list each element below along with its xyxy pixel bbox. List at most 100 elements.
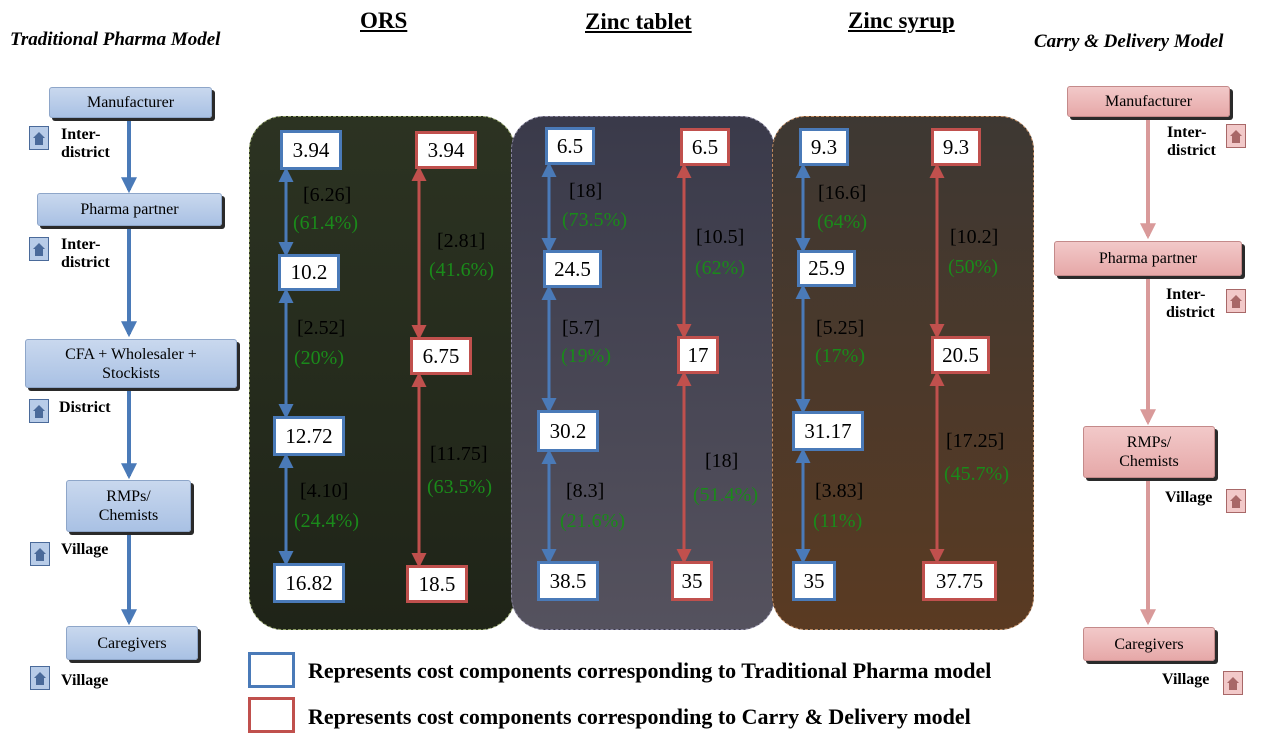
ors-traditional-seg-amt-3: [4.10] xyxy=(300,480,349,502)
ors-traditional-seg-pct-3: (24.4%) xyxy=(294,510,359,532)
house-icon xyxy=(29,399,49,423)
ors-traditional-value-2: 10.2 xyxy=(278,254,340,291)
zinc-tablet-traditional-value-4: 38.5 xyxy=(537,561,599,601)
traditional-manufacturer-label: Manufacturer xyxy=(86,94,175,111)
traditional-caregivers-label: Caregivers xyxy=(97,634,167,652)
ors-traditional-seg-pct-1: (61.4%) xyxy=(293,212,358,234)
zinc-tablet-traditional-seg-pct-1: (73.5%) xyxy=(562,209,627,231)
legend-traditional-swatch xyxy=(248,652,295,688)
zinc-syrup-carry-seg-amt-2: [17.25] xyxy=(946,430,1005,452)
zinc-tablet-carry-value-3: 35 xyxy=(671,561,713,601)
traditional-rmp-box: RMPs/ Chemists xyxy=(66,480,191,532)
traditional-loc2-line2: district xyxy=(61,254,110,271)
legend-carry-text: Represents cost components corresponding… xyxy=(308,704,971,729)
carry-loc1-label: Inter-district xyxy=(1167,124,1216,160)
zinc-syrup-carry-seg-amt-1: [10.2] xyxy=(950,226,999,248)
traditional-loc1-line2: district xyxy=(61,144,110,161)
ors-carry-seg-amt-1: [2.81] xyxy=(437,230,486,252)
traditional-pharma-partner-label: Pharma partner xyxy=(80,201,179,218)
carry-caregivers-box: Caregivers xyxy=(1083,627,1215,661)
zinc-syrup-traditional-value-2: 25.9 xyxy=(797,250,856,287)
zinc-tablet-carry-seg-pct-1: (62%) xyxy=(695,257,745,279)
house-icon xyxy=(1223,671,1243,695)
traditional-cfa-label-line2: Stockists xyxy=(102,364,160,382)
carry-caregivers-label: Caregivers xyxy=(1114,635,1184,653)
ors-traditional-seg-amt-1: [6.26] xyxy=(303,184,352,206)
carry-loc3-label: Village xyxy=(1165,489,1213,506)
zinc-syrup-panel xyxy=(772,116,1034,630)
traditional-caregivers-box: Caregivers xyxy=(66,626,198,660)
carry-loc2-line2: district xyxy=(1166,304,1215,321)
zinc-syrup-column-title: Zinc syrup xyxy=(848,8,955,33)
traditional-loc1-line1: Inter- xyxy=(61,126,101,143)
zinc-syrup-carry-value-2: 20.5 xyxy=(931,336,990,374)
zinc-tablet-carry-seg-amt-2: [18] xyxy=(705,450,739,472)
house-icon xyxy=(1226,289,1246,313)
traditional-loc4-label: Village xyxy=(61,541,109,558)
carry-loc1-line1: Inter- xyxy=(1167,124,1207,141)
carry-rmp-box: RMPs/ Chemists xyxy=(1083,426,1215,478)
zinc-syrup-traditional-seg-pct-3: (11%) xyxy=(813,510,863,532)
carry-pharma-partner-box: Pharma partner xyxy=(1054,241,1242,276)
ors-carry-seg-pct-2: (63.5%) xyxy=(427,476,492,498)
ors-carry-value-1: 3.94 xyxy=(415,131,477,169)
carry-model-title: Carry & Delivery Model xyxy=(1034,31,1224,52)
house-icon xyxy=(30,666,50,690)
legend-traditional-text: Represents cost components corresponding… xyxy=(308,658,992,683)
zinc-syrup-carry-value-1: 9.3 xyxy=(931,128,981,166)
zinc-tablet-traditional-seg-amt-2: [5.7] xyxy=(562,317,601,339)
zinc-tablet-column-title: Zinc tablet xyxy=(585,9,692,34)
house-icon xyxy=(29,126,49,150)
carry-pharma-partner-label: Pharma partner xyxy=(1098,250,1198,267)
zinc-syrup-traditional-value-1: 9.3 xyxy=(799,128,849,166)
traditional-loc2-line1: Inter- xyxy=(61,236,101,253)
zinc-tablet-carry-value-2: 17 xyxy=(677,336,719,374)
zinc-tablet-traditional-value-2: 24.5 xyxy=(543,250,602,288)
carry-rmp-label-line1: RMPs/ xyxy=(1126,434,1172,451)
house-icon xyxy=(1226,489,1246,513)
ors-carry-seg-amt-2: [11.75] xyxy=(430,443,488,465)
ors-column-title: ORS xyxy=(360,8,408,33)
ors-traditional-value-3: 12.72 xyxy=(273,416,345,456)
house-icon xyxy=(29,237,49,261)
zinc-syrup-carry-seg-pct-1: (50%) xyxy=(948,256,998,278)
zinc-tablet-carry-value-1: 6.5 xyxy=(680,128,730,166)
zinc-tablet-traditional-seg-pct-3: (21.6%) xyxy=(560,510,625,532)
carry-loc4-label: Village xyxy=(1162,671,1210,688)
legend-carry-swatch xyxy=(248,697,295,733)
house-icon xyxy=(1226,124,1246,148)
zinc-tablet-carry-seg-pct-2: (51.4%) xyxy=(693,484,758,506)
zinc-syrup-traditional-seg-amt-1: [16.6] xyxy=(818,182,867,204)
traditional-model-title: Traditional Pharma Model xyxy=(10,29,221,50)
traditional-loc3-label: District xyxy=(59,399,111,416)
carry-loc2-label: Inter-district xyxy=(1166,286,1215,322)
zinc-syrup-traditional-value-4: 35 xyxy=(792,561,836,601)
carry-manufacturer-box: Manufacturer xyxy=(1067,86,1230,117)
zinc-tablet-traditional-seg-amt-1: [18] xyxy=(569,180,603,202)
traditional-rmp-label-line2: Chemists xyxy=(98,507,159,524)
zinc-syrup-traditional-seg-amt-2: [5.25] xyxy=(816,317,865,339)
zinc-syrup-carry-seg-pct-2: (45.7%) xyxy=(944,463,1009,485)
ors-traditional-value-4: 16.82 xyxy=(273,563,345,603)
traditional-loc2-label: Inter-district xyxy=(61,236,110,272)
traditional-loc1-label: Inter-district xyxy=(61,126,110,162)
carry-rmp-label-line2: Chemists xyxy=(1119,453,1179,470)
zinc-syrup-traditional-seg-pct-1: (64%) xyxy=(817,211,867,233)
zinc-syrup-traditional-seg-pct-2: (17%) xyxy=(815,345,865,367)
zinc-tablet-carry-seg-amt-1: [10.5] xyxy=(696,226,745,248)
ors-carry-value-2: 6.75 xyxy=(410,337,472,375)
ors-carry-value-3: 18.5 xyxy=(406,565,468,603)
ors-traditional-seg-amt-2: [2.52] xyxy=(297,317,346,339)
ors-traditional-value-1: 3.94 xyxy=(280,130,342,170)
carry-loc1-line2: district xyxy=(1167,142,1216,159)
house-icon xyxy=(30,542,50,566)
carry-manufacturer-label: Manufacturer xyxy=(1104,93,1193,110)
zinc-tablet-traditional-value-3: 30.2 xyxy=(537,410,599,452)
traditional-manufacturer-box: Manufacturer xyxy=(49,87,212,118)
traditional-rmp-label-line1: RMPs/ xyxy=(106,488,151,505)
zinc-syrup-carry-value-3: 37.75 xyxy=(922,561,997,601)
zinc-syrup-traditional-value-3: 31.17 xyxy=(792,411,864,451)
traditional-pharma-partner-box: Pharma partner xyxy=(37,193,222,226)
ors-traditional-seg-pct-2: (20%) xyxy=(294,347,344,369)
